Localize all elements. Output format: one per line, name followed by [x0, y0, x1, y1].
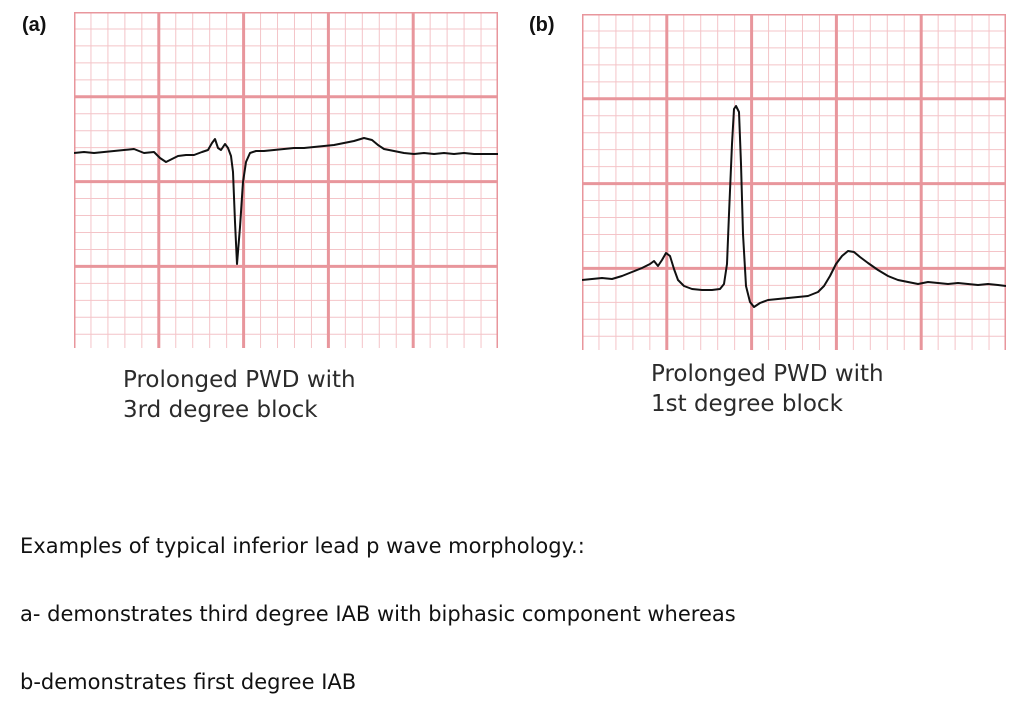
- ecg-trace-a: [74, 137, 498, 265]
- caption-a-line-1: Prolonged PWD with: [123, 367, 356, 393]
- caption-a: Prolonged PWD with 3rd degree block: [123, 365, 356, 425]
- ecg-strip-a: [74, 12, 498, 348]
- ecg-trace-b: [582, 105, 1006, 308]
- ecg-grid-b: [582, 14, 1006, 350]
- description-line-1: Examples of typical inferior lead p wave…: [20, 534, 585, 558]
- caption-b: Prolonged PWD with 1st degree block: [651, 359, 884, 419]
- description-line-2: a- demonstrates third degree IAB with bi…: [20, 602, 736, 626]
- panel-b-label: (b): [529, 14, 555, 36]
- caption-b-line-1: Prolonged PWD with: [651, 361, 884, 387]
- description-line-3: b-demonstrates first degree IAB: [20, 670, 357, 694]
- ecg-strip-b: [582, 14, 1006, 350]
- caption-a-line-2: 3rd degree block: [123, 397, 318, 423]
- ecg-grid-a: [74, 12, 498, 348]
- caption-b-line-2: 1st degree block: [651, 391, 843, 417]
- panel-a-label: (a): [22, 14, 47, 36]
